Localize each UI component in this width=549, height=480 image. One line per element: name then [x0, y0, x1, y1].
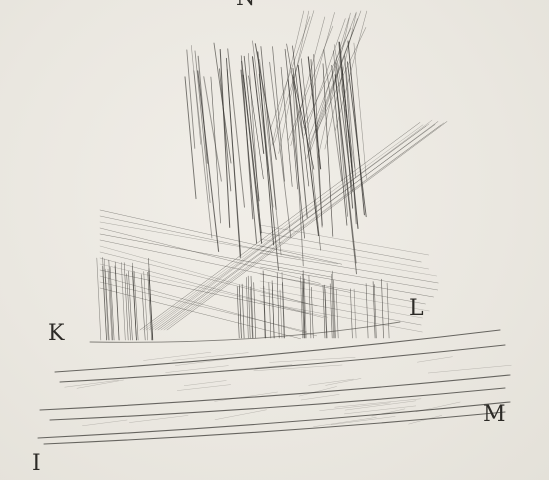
label-i: I	[32, 453, 41, 475]
label-l: L	[409, 298, 424, 320]
label-m: M	[483, 404, 506, 426]
label-n: N	[236, 0, 255, 10]
engraving-hatching	[38, 11, 511, 444]
label-k: K	[48, 323, 64, 345]
